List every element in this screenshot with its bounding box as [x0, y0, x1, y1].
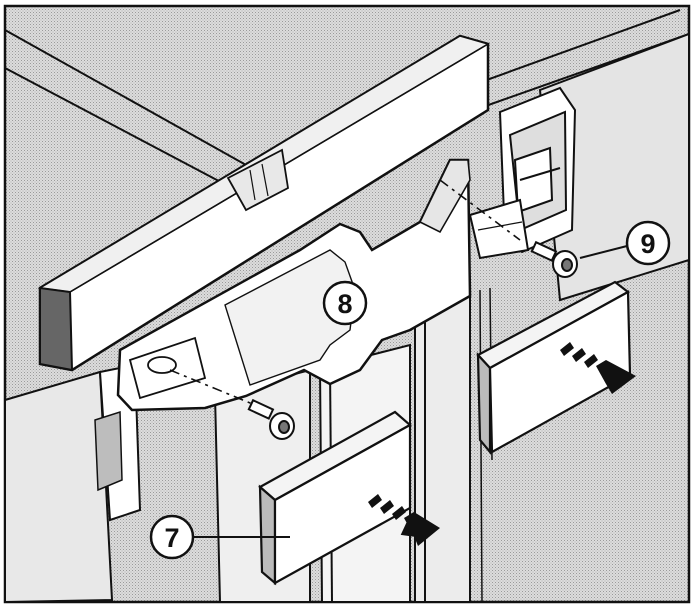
callout-9: 9 — [625, 220, 671, 266]
callout-7: 7 — [149, 514, 195, 560]
callout-8-label: 8 — [337, 289, 352, 319]
screw-icon — [530, 240, 578, 278]
callout-8: 8 — [322, 280, 368, 326]
callout-7-label: 7 — [164, 523, 179, 553]
mounting-bracket — [116, 158, 521, 412]
cover-cap — [258, 410, 412, 586]
leader-line — [579, 245, 628, 259]
upper-latch-bracket — [468, 86, 577, 260]
arrow-icon — [368, 494, 440, 546]
callout-9-label: 9 — [640, 229, 655, 259]
cover-cap — [476, 280, 632, 456]
screw-icon — [247, 398, 295, 440]
arrow-icon — [560, 342, 636, 394]
horizontal-rail — [37, 34, 490, 372]
